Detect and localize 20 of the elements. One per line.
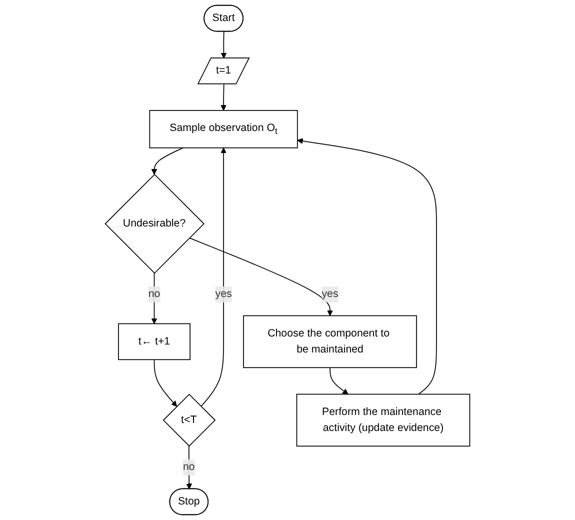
edge-label: yes (215, 288, 232, 300)
node-box: Perform the maintenance activity (update evidence) (296, 394, 470, 447)
node-box: Choose the component to be maintained (243, 315, 417, 368)
arrow (330, 367, 348, 394)
arrow (151, 272, 158, 324)
arrow (186, 446, 192, 490)
node-diamond: Undesirable? (104, 174, 205, 274)
arrow (189, 238, 333, 316)
arrow (220, 84, 226, 111)
arrow (151, 147, 184, 175)
arrow (200, 148, 226, 407)
edge-label: no (148, 288, 160, 300)
arrow (154, 359, 178, 407)
node-box: t← t+1 (118, 323, 190, 360)
edge-label: no (182, 461, 195, 473)
node-diamond: t<T (162, 394, 216, 447)
arrow (297, 138, 437, 395)
edge-label: yes (322, 288, 338, 300)
node-box: Sample observation O$_{t}$ (149, 110, 298, 148)
arrow (220, 31, 227, 58)
